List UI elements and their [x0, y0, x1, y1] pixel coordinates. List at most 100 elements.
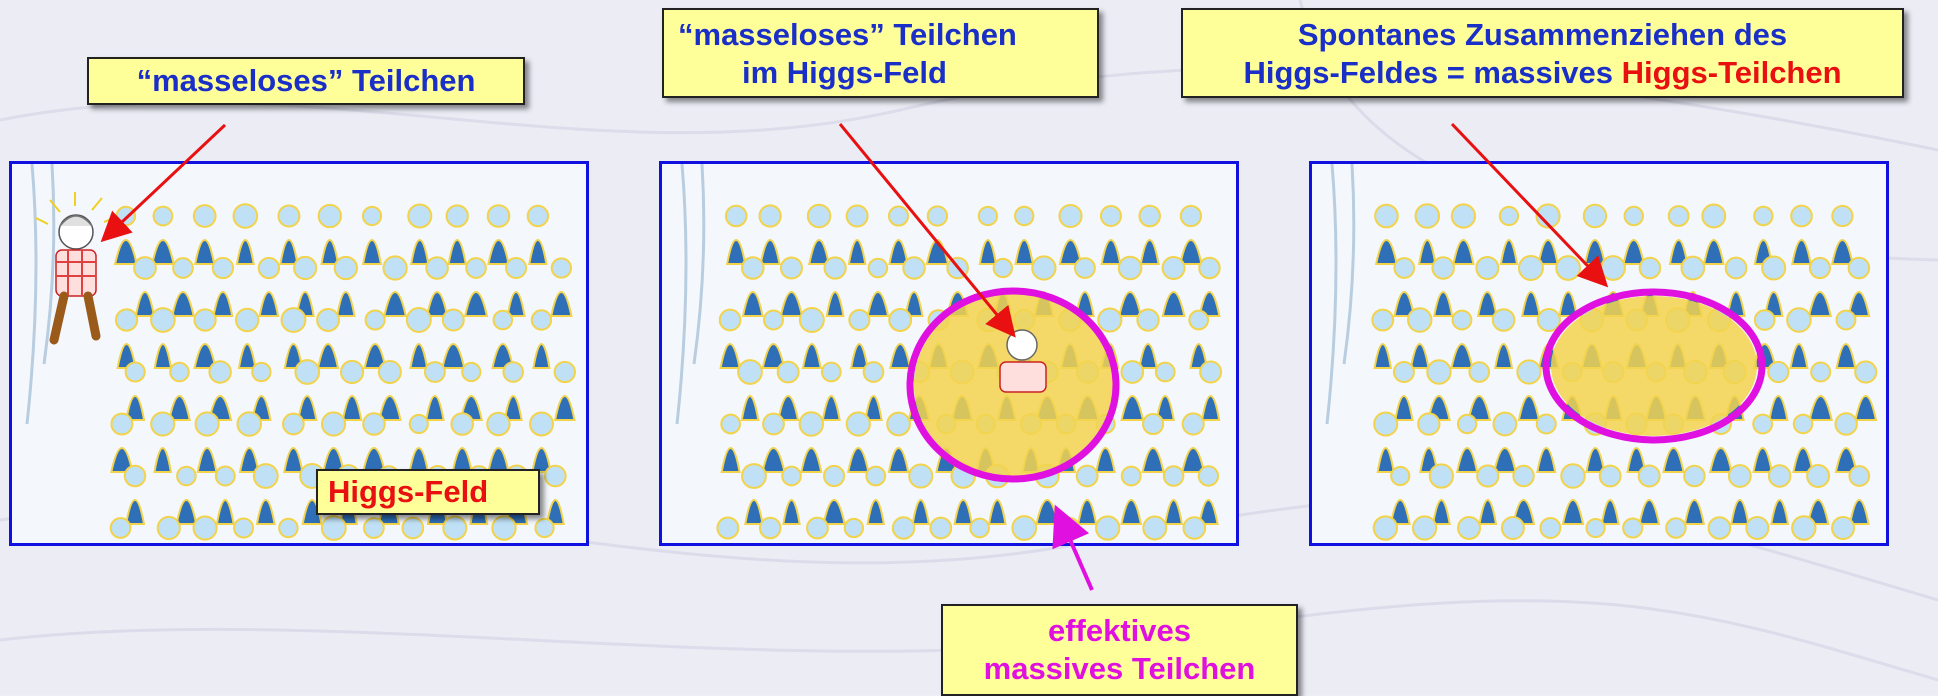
- crowd-figure: [1752, 309, 1777, 369]
- crowd-figure: [1831, 516, 1856, 540]
- crowd-figure: [1517, 255, 1544, 317]
- crowd-figure: [907, 360, 931, 421]
- label-line-2: massives Teilchen: [983, 651, 1256, 686]
- crowd-figure: [382, 255, 408, 317]
- crowd-figure: [1625, 308, 1649, 369]
- crowd-figure: [214, 465, 236, 525]
- crowd-figure: [150, 205, 175, 265]
- crowd-figure: [977, 205, 999, 265]
- crowd-figure: [798, 307, 825, 369]
- crowd-figure: [114, 308, 139, 369]
- crowd-illustration: [675, 164, 1223, 541]
- crowd-figure: [233, 517, 255, 539]
- crowd-figure: [423, 361, 446, 421]
- crowd-figure: [1667, 205, 1690, 265]
- crowd-figure: [463, 257, 489, 317]
- crowd-figure: [902, 256, 926, 317]
- crowd-figure: [1467, 361, 1492, 421]
- crowd-figure: [1680, 255, 1706, 317]
- crowd-figure: [886, 411, 911, 473]
- crowd-figure: [1682, 359, 1708, 421]
- crowd-figure: [724, 204, 748, 265]
- crowd-figure: [1808, 361, 1833, 421]
- crowd-figure: [208, 360, 233, 421]
- crowd-figure: [1638, 256, 1662, 317]
- crowd-figure: [1058, 203, 1083, 265]
- crowd-figure: [945, 256, 970, 317]
- crowd-figure: [1516, 359, 1542, 421]
- crowd-figure: [862, 361, 885, 421]
- crowd-figure: [975, 413, 996, 473]
- crowd-figure: [1198, 256, 1221, 317]
- crowd-figure: [294, 359, 321, 421]
- crowd-figure: [1058, 308, 1082, 369]
- label-massless-particle: “masseloses” Teilchen: [87, 57, 525, 105]
- crowd-figure: [175, 465, 198, 525]
- crowd-figure: [1662, 413, 1685, 473]
- crowd-figure: [251, 361, 272, 421]
- crowd-figure: [1665, 517, 1687, 539]
- crowd-figure: [1197, 465, 1220, 525]
- crowd-figure: [949, 359, 975, 421]
- crowd-figure: [1706, 307, 1732, 369]
- crowd-figure: [1500, 515, 1525, 541]
- crowd-figure: [1701, 203, 1727, 265]
- crowd-figure: [408, 413, 430, 473]
- crowd-figure: [1073, 257, 1096, 317]
- crowd-figure: [1181, 412, 1206, 473]
- crowd-figure: [1182, 516, 1207, 540]
- crowd-figure: [1136, 308, 1160, 369]
- crowd-figure: [1555, 255, 1581, 317]
- crowd-figure: [1791, 515, 1817, 541]
- crowd-figure: [1560, 463, 1586, 525]
- crowd-figure: [1161, 256, 1186, 317]
- crowd-figure: [996, 361, 1017, 421]
- crowd-figure: [553, 360, 576, 421]
- crowd-figure: [1120, 465, 1143, 525]
- crowd-figure: [1034, 463, 1060, 525]
- crowd-figure: [1539, 517, 1562, 539]
- crowd-figure: [529, 411, 555, 473]
- label-massless-in-higgs-field: “masseloses” Teilchen im Higgs-Feld: [662, 8, 1099, 98]
- crowd-figure: [252, 463, 279, 525]
- crowd-figure: [1761, 255, 1787, 317]
- crowd-figure: [925, 205, 950, 265]
- label-spontaneous-contraction: Spontanes Zusammenziehen des Higgs-Felde…: [1181, 8, 1904, 98]
- crowd-figure: [1475, 255, 1500, 317]
- crowd-figure: [1373, 411, 1399, 473]
- crowd-figure: [1055, 413, 1077, 473]
- crowd-figure: [124, 361, 146, 421]
- crowd-figure: [1830, 204, 1854, 265]
- crowd-figure: [1371, 308, 1395, 369]
- crowd-figure: [718, 308, 742, 369]
- crowd-figure: [1407, 307, 1433, 369]
- crowd-figure: [491, 309, 515, 369]
- crowd-figure: [1722, 359, 1747, 421]
- crowd-figure: [1806, 464, 1831, 525]
- crowd-figure: [908, 463, 934, 525]
- crowd-figure: [293, 255, 318, 317]
- crowd-figure: [1455, 413, 1479, 473]
- crowd-figure: [822, 464, 846, 525]
- crowd-figure: [1154, 361, 1176, 421]
- label-line-1: effektives: [1047, 613, 1192, 648]
- crowd-figure: [1372, 515, 1399, 541]
- crowd-figure: [1790, 204, 1813, 265]
- crowd-figure: [1120, 360, 1145, 421]
- crowd-figure: [1835, 309, 1857, 369]
- crowd-figure: [1393, 257, 1416, 317]
- crowd-figure: [232, 203, 259, 265]
- crowd-figure: [1457, 516, 1482, 540]
- label-higgs-particle-highlight: Higgs-Teilchen: [1621, 55, 1842, 90]
- crowd-figure: [1014, 205, 1035, 265]
- crowd-figure: [110, 412, 134, 473]
- crowd-figure: [502, 361, 524, 421]
- crowd-figure: [1411, 515, 1438, 541]
- crowd-figure: [950, 463, 976, 525]
- crowd-figure: [976, 307, 1001, 369]
- crowd-figure: [1579, 307, 1605, 369]
- crowd-figure: [362, 517, 385, 539]
- crowd-figure: [150, 411, 176, 473]
- crowd-figure: [1389, 465, 1411, 525]
- crowd-illustration: [1325, 164, 1878, 541]
